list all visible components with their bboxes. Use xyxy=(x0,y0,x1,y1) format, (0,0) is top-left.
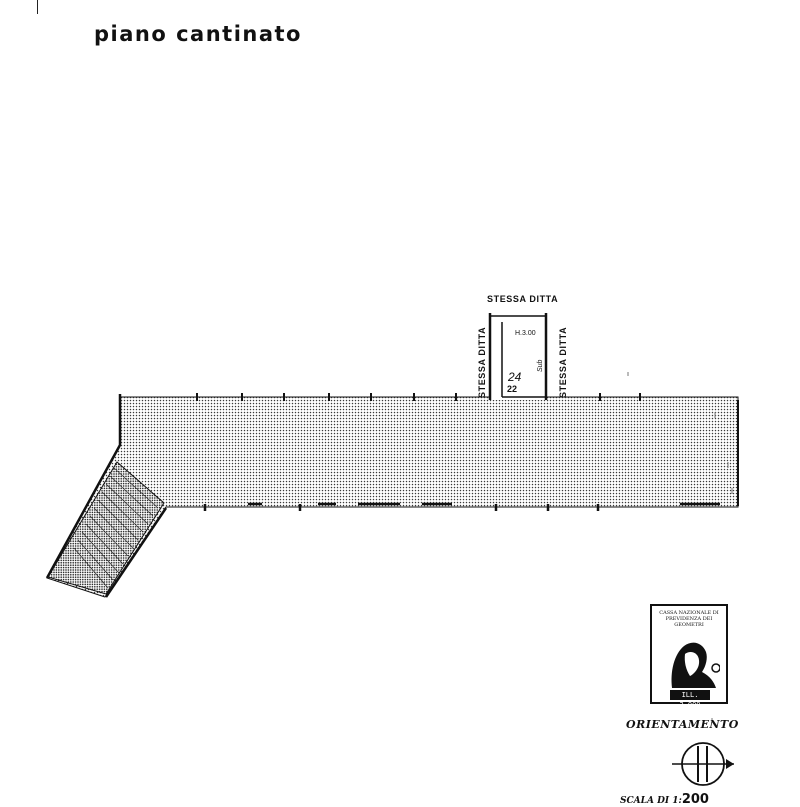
north-wall-posts xyxy=(196,393,641,401)
unit-sub-number: 22 xyxy=(507,384,517,394)
orientation-label: ORIENTAMENTO xyxy=(626,718,739,731)
neighbor-label-left: STESSA DITTA xyxy=(477,327,487,398)
ramp-lines xyxy=(73,467,159,589)
outer-walls xyxy=(45,394,739,598)
light-tick-marks xyxy=(627,372,733,722)
stamp-code: ILL. 2.000 xyxy=(670,690,710,709)
neighbor-unit-block xyxy=(488,313,548,400)
neighbor-label-right: STESSA DITTA xyxy=(558,327,568,398)
unit-number: 24 xyxy=(507,370,522,384)
edge-mark xyxy=(37,0,38,14)
north-arrow-icon xyxy=(672,742,734,786)
neighbor-label-top: STESSA DITTA xyxy=(487,294,558,304)
official-stamp: CASSA NAZIONALE DI PREVIDENZA DEI GEOMET… xyxy=(650,604,728,709)
stamp-text: CASSA NAZIONALE DI PREVIDENZA DEI GEOMET… xyxy=(659,610,719,628)
scale-prefix: SCALA DI 1: xyxy=(620,796,682,806)
unit-24-room xyxy=(490,317,546,400)
height-note: H.3.00 xyxy=(515,330,536,337)
ramp-hatched xyxy=(47,461,165,595)
scale-label: SCALA DI 1:200 xyxy=(620,792,709,807)
profile-portrait-icon xyxy=(658,632,720,690)
page-title: piano cantinato xyxy=(94,22,302,46)
unit-side-mark: Sub xyxy=(537,359,544,372)
south-wall-posts xyxy=(203,502,720,511)
scale-value: 200 xyxy=(681,792,709,807)
